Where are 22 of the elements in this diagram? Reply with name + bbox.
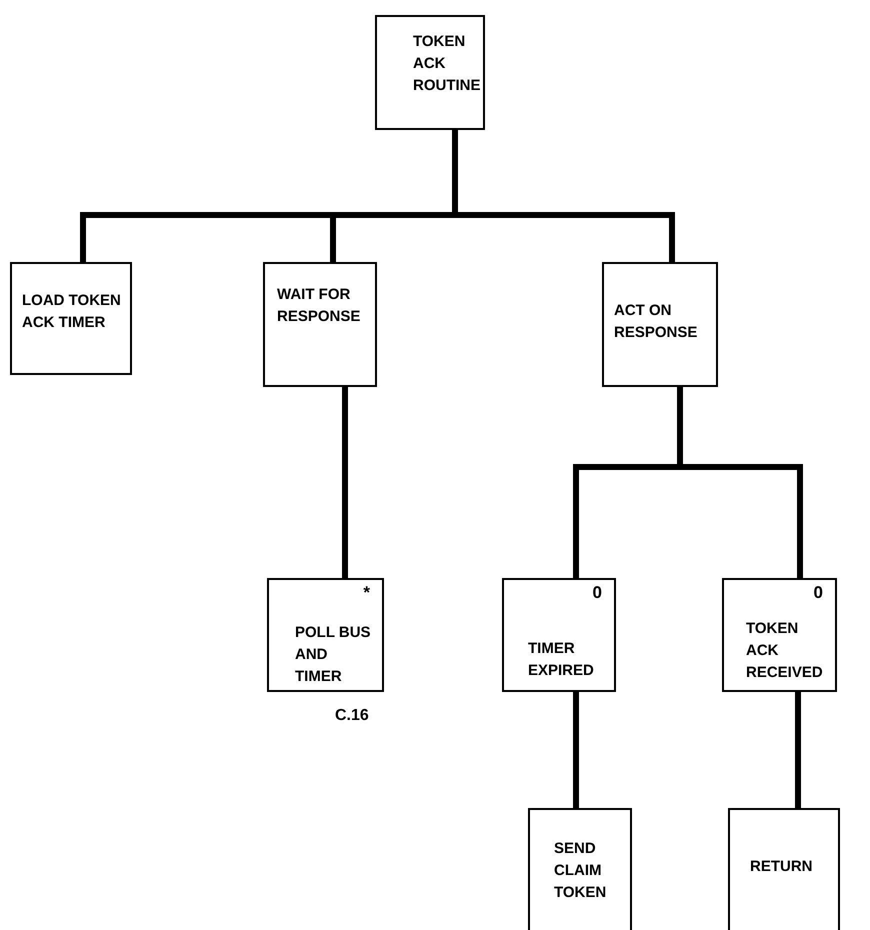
box-label: RETURN xyxy=(750,857,814,877)
box-label: TOKEN ACK RECEIVED xyxy=(746,619,824,683)
box-label: SEND CLAIM TOKEN xyxy=(554,839,608,903)
box-label: WAIT FOR RESPONSE xyxy=(277,285,362,327)
box-label: TOKEN ACK ROUTINE xyxy=(413,32,481,96)
corner-mark: * xyxy=(363,584,370,601)
box-label: ACT ON RESPONSE xyxy=(614,301,698,343)
box-label: LOAD TOKEN ACK TIMER xyxy=(22,291,122,333)
process-box xyxy=(602,262,718,387)
reference-label: C.16 xyxy=(335,706,369,726)
process-box xyxy=(728,808,840,930)
box-label: POLL BUS AND TIMER xyxy=(295,623,372,687)
process-box xyxy=(267,578,384,692)
process-box xyxy=(10,262,132,375)
process-box xyxy=(263,262,377,387)
process-box xyxy=(502,578,616,692)
box-label: TIMER EXPIRED xyxy=(528,639,595,681)
process-box xyxy=(722,578,837,692)
process-box xyxy=(375,15,485,130)
corner-mark: 0 xyxy=(814,584,823,601)
corner-mark: 0 xyxy=(592,584,602,601)
process-box xyxy=(528,808,632,930)
